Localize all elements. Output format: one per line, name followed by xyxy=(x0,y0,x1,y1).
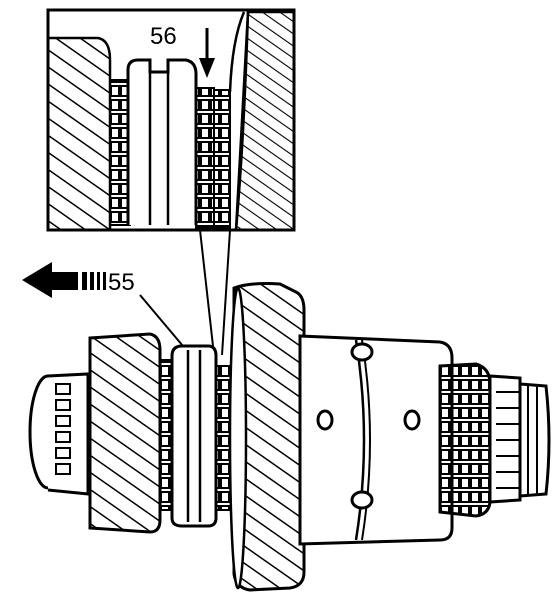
shaft-assembly xyxy=(28,282,551,592)
callout-56-label: 56 xyxy=(150,23,177,50)
detail-inset: 56 xyxy=(46,8,296,232)
callout-55-label: 55 xyxy=(108,269,135,296)
direction-arrow-55: 55 xyxy=(22,262,189,353)
